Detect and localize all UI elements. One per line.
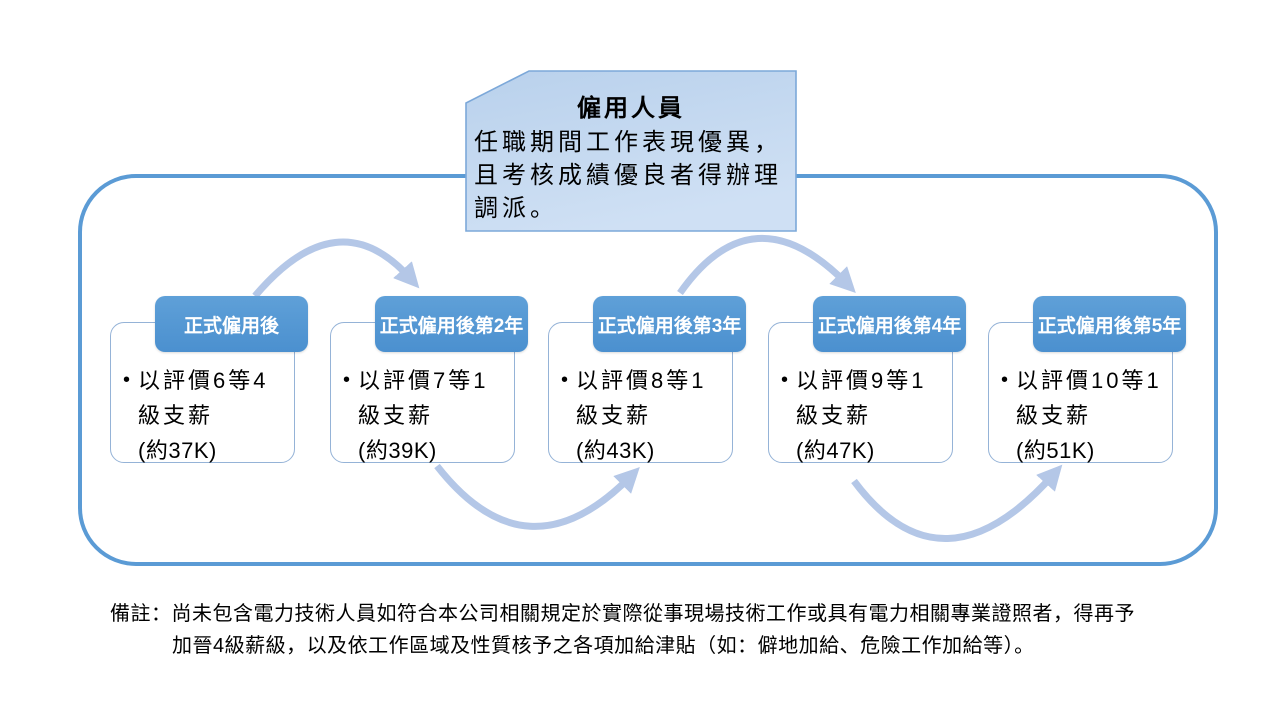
curved-arrow-4-icon xyxy=(851,464,1063,542)
stage-header: 正式僱用後 xyxy=(155,296,308,352)
callout-title: 僱用人員 xyxy=(577,95,685,122)
stage-salary: (約37K) xyxy=(138,438,217,463)
curved-arrow-2-icon xyxy=(434,463,640,530)
callout-body-line: 任職期間工作表現優異， xyxy=(474,129,782,156)
stage-year-1: • 以評價6等4級支薪 (約37K) 正式僱用後 xyxy=(110,296,310,466)
stage-year-2: • 以評價7等1級支薪 (約39K) 正式僱用後第2年 xyxy=(330,296,530,466)
callout-body-line: 且考核成績優良者得辦理 xyxy=(474,162,782,189)
stage-year-5: • 以評價10等1級支薪 (約51K) 正式僱用後第5年 xyxy=(988,296,1188,466)
bullet-icon: • xyxy=(123,369,131,391)
footnote-line-2: 加晉4級薪級，以及依工作區域及性質核予之各項加給津貼（如：僻地加給、危險工作加給… xyxy=(172,635,1035,657)
curved-arrow-3-icon xyxy=(677,235,856,296)
footnote-line-1: 備註：尚未包含電力技術人員如符合本公司相關規定於實際從事現場技術工作或具有電力相… xyxy=(110,603,1135,625)
stage-salary: (約47K) xyxy=(796,438,875,463)
stage-text: 以評價8等1級支薪 xyxy=(576,368,707,428)
stage-header: 正式僱用後第2年 xyxy=(375,296,528,352)
callout-box: 僱用人員 任職期間工作表現優異， 且考核成績優良者得辦理 調派。 xyxy=(465,70,797,232)
callout-shape xyxy=(465,70,797,232)
stage-header: 正式僱用後第5年 xyxy=(1033,296,1186,352)
stage-salary: (約51K) xyxy=(1016,438,1095,463)
stage-text: 以評價10等1級支薪 xyxy=(1016,368,1162,428)
bullet-icon: • xyxy=(343,369,351,391)
callout-body-line: 調派。 xyxy=(474,195,558,222)
stage-year-3: • 以評價8等1級支薪 (約43K) 正式僱用後第3年 xyxy=(548,296,748,466)
stage-salary: (約39K) xyxy=(358,438,437,463)
stage-header: 正式僱用後第3年 xyxy=(593,296,746,352)
stage-text: 以評價6等4級支薪 xyxy=(138,368,269,428)
stage-year-4: • 以評價9等1級支薪 (約47K) 正式僱用後第4年 xyxy=(768,296,968,466)
bullet-icon: • xyxy=(561,369,569,391)
bullet-icon: • xyxy=(781,369,789,391)
stage-salary: (約43K) xyxy=(576,438,655,463)
callout-text: 僱用人員 任職期間工作表現優異， 且考核成績優良者得辦理 調派。 xyxy=(465,92,797,225)
curved-arrow-1-icon xyxy=(252,238,420,299)
bullet-icon: • xyxy=(1001,369,1009,391)
footnote: 備註：尚未包含電力技術人員如符合本公司相關規定於實際從事現場技術工作或具有電力相… xyxy=(110,598,1230,662)
stage-text: 以評價9等1級支薪 xyxy=(796,368,927,428)
stage-header: 正式僱用後第4年 xyxy=(813,296,966,352)
stage-text: 以評價7等1級支薪 xyxy=(358,368,489,428)
